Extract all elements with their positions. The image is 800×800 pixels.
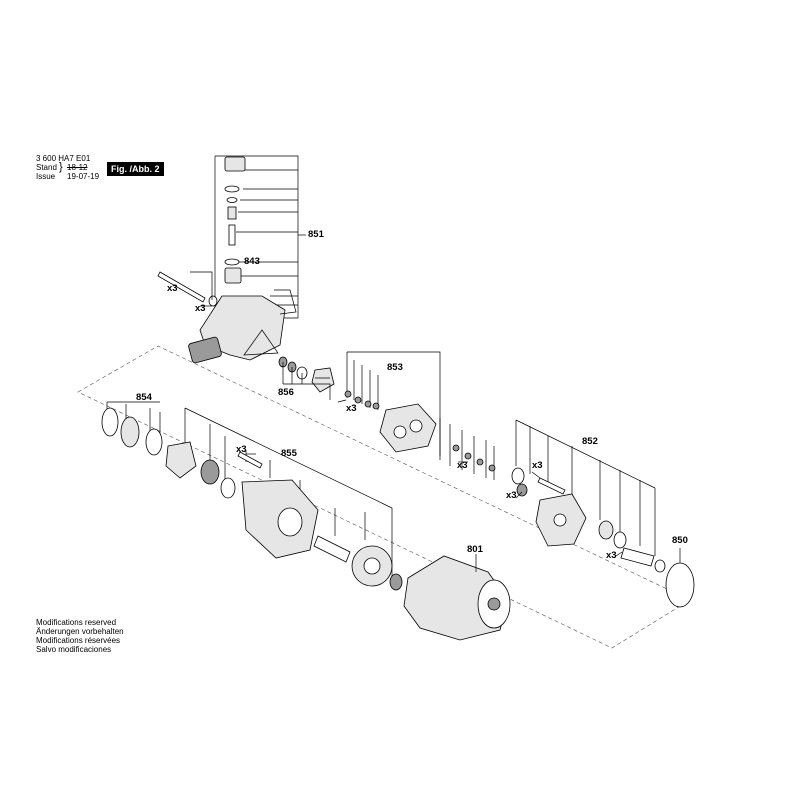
seal-853-2 [354,396,362,404]
old-date: 18-12 [67,163,88,172]
figure-label: Fig. /Abb. 2 [107,162,164,176]
piston-bore [553,513,567,527]
qty-x3-head-screw: x3 [167,283,178,294]
seal-852-3 [654,559,666,573]
qty-x3-head-washer: x3 [195,303,206,314]
part-label-850: 850 [672,535,688,546]
part-label-855: 855 [281,448,297,459]
part-label-843: 843 [244,256,260,267]
qty-x3-853: x3 [346,403,357,414]
pump-inlet-fitting [188,336,222,364]
part-label-856: 856 [278,387,294,398]
seal-853-1 [344,390,352,398]
leaders-851 [236,169,298,306]
leader-x3-852 [531,471,541,479]
seal-ring-850 [665,562,695,608]
bracket-852 [515,419,656,489]
leader-x3-852b [515,491,523,499]
drive-gear-hub [363,557,381,575]
piston-spring-2 [613,531,627,549]
part-label-852: 852 [582,436,598,447]
piston-pin [620,547,655,567]
leaders-853-a [346,352,379,410]
head-screw-washer [208,295,218,307]
bearing-washer [101,407,119,437]
footer-line-es: Salvo modificaciones [36,645,112,654]
seal-853-8 [488,464,496,472]
valve-cap [224,156,246,172]
leaders-852 [515,420,656,556]
qty-x3-855: x3 [236,444,247,455]
cylinder-head-853 [379,403,437,453]
footer-line-de: Änderungen vorbehalten [36,627,124,636]
bracket-856 [283,383,331,400]
cylinder-bore-2 [409,419,423,433]
part-label-853: 853 [387,362,403,373]
triangle-seal [243,329,279,356]
bracket-855 [184,407,393,524]
motor-armature [487,597,501,611]
valve-pin [228,224,236,246]
head-screw [157,271,206,303]
screw-852 [537,477,566,495]
leader-x3-852c [615,551,623,557]
footer-line-fr: Modifications réservées [36,636,121,645]
qty-x3-852b: x3 [506,490,517,501]
footer-line-en: Modifications reserved [36,618,117,627]
qty-x3-853b: x3 [457,460,468,471]
retaining-clip [274,289,297,315]
seal-853-7 [476,458,484,466]
housing-bore [277,507,303,537]
seal-852-1 [511,467,525,485]
part-label-801: 801 [467,544,483,555]
bearing-855-3 [389,573,403,591]
issue-date: 19-07-19 [67,172,100,181]
piston-spring-1 [598,520,614,540]
valve-o-ring [224,185,240,193]
bracket-851 [215,155,299,319]
bearing-855-1 [200,459,220,485]
screw-855 [237,451,263,469]
leaders-853-b [439,418,495,480]
assembly-boundary [77,345,691,649]
seal-853-3 [364,400,372,408]
pump-head-body [199,295,286,361]
cylinder-bore-1 [393,425,407,439]
seal-853-4 [372,402,380,410]
seal-853-6 [464,452,472,460]
seal-ring-854 [145,428,163,456]
bearing-855-2 [220,477,236,499]
leader-x3-top [190,271,213,300]
ball-bearing-854 [120,416,140,448]
valve-nut [224,267,242,284]
valve-spring [227,206,237,220]
header-brace: } [59,161,63,173]
leader-x3-853 [337,399,347,403]
qty-x3-852: x3 [532,460,543,471]
qty-x3-852c: x3 [606,550,617,561]
part-label-854: 854 [136,392,152,403]
wobble-plate [165,441,197,479]
stand-label: Stand [36,163,57,172]
leaders-856 [282,362,330,384]
document-number: 3 600 HA7 E01 [36,154,91,163]
issue-label: Issue [36,172,56,181]
drive-shaft [313,535,351,563]
valve-cage [311,367,335,393]
valve-washer [226,197,238,203]
part-label-851: 851 [308,229,324,240]
seal-853-5 [452,444,460,452]
o-ring-843 [224,258,240,266]
seal-852-2 [516,483,528,497]
